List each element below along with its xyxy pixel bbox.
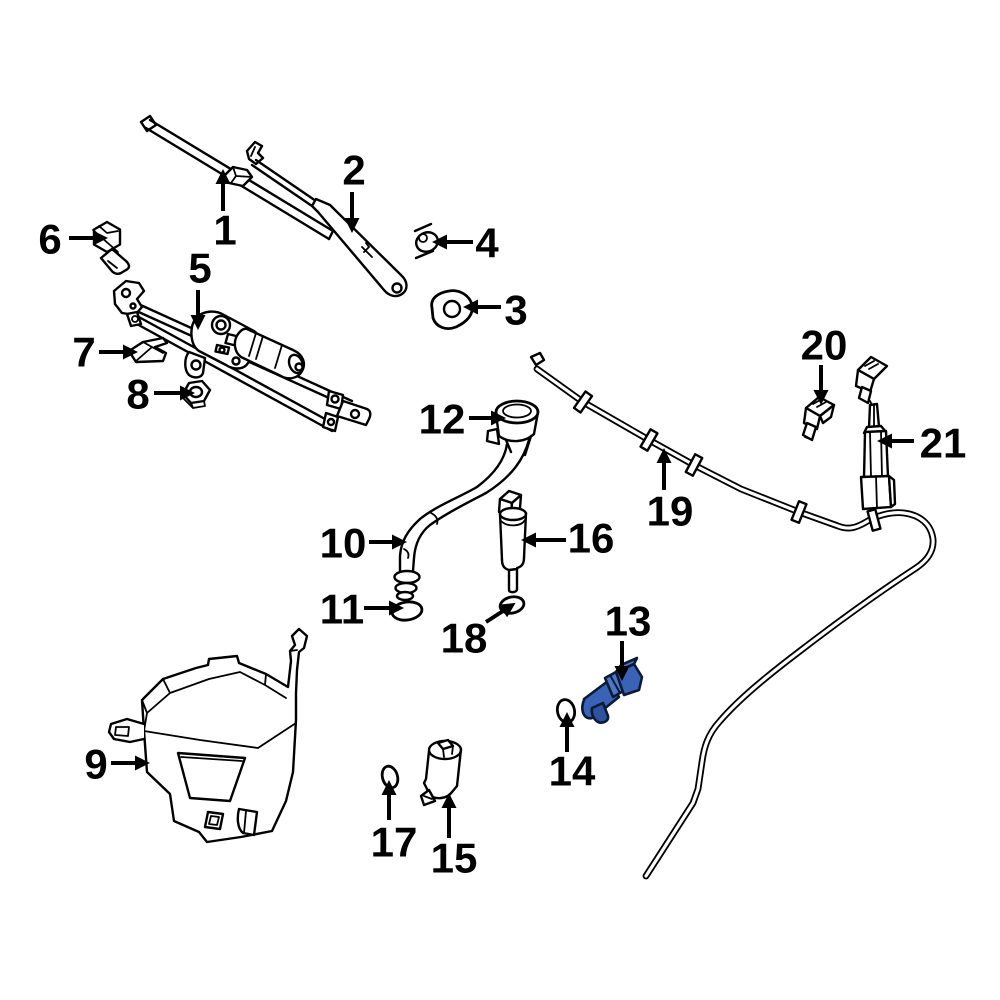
callout-arrow-head [215,169,231,184]
part-callout-hose-seal: 11 [320,586,404,633]
hose-clip [639,428,659,452]
part-number-label-5: 5 [188,245,211,292]
callout-arrow-head [190,315,206,330]
part-number-label-11: 11 [320,586,364,633]
part-callout-hose-connector: 21 [877,420,966,467]
callout-arrow-head [93,230,108,246]
part-number-label-20: 20 [801,322,848,369]
part-number-label-19: 19 [647,488,694,535]
part-number-label-17: 17 [371,819,418,866]
callout-arrow-head [123,344,138,360]
part-drawing-washer-hose [529,351,937,880]
part-callout-clip: 7 [72,329,138,376]
part-number-label-12: 12 [419,396,466,443]
part-number-label-1: 1 [213,207,236,254]
part-number-label-10: 10 [320,520,367,567]
part-number-label-15: 15 [431,835,478,882]
part-number-label-3: 3 [504,287,527,334]
part-callout-bolt: 6 [38,216,108,263]
callout-arrow-head [441,793,457,808]
callout-arrow-head [656,448,672,463]
part-drawing-retainer-clip [413,222,440,260]
part-callout-sensor-grommet: 14 [549,712,596,795]
part-callout-washer-nozzle: 20 [801,322,848,405]
part-callout-wiper-arm: 2 [342,147,366,233]
part-callout-filler-hose: 10 [320,520,407,567]
part-callout-wiper-motor-linkage: 5 [188,245,212,330]
part-number-label-9: 9 [84,741,107,788]
callout-arrow-head [559,712,575,727]
callout-arrow-head [614,666,630,681]
part-drawing-clip [127,336,169,364]
part-number-label-4: 4 [475,220,499,267]
part-drawing-hose-connector [859,402,897,511]
callout-arrow-head [389,600,404,616]
callout-arrow-line [484,609,505,624]
part-callout-washer-reservoir: 9 [84,741,150,788]
part-callout-nut: 8 [126,371,195,418]
part-number-label-21: 21 [920,420,967,467]
part-callout-wiper-blade: 1 [213,169,237,254]
part-number-label-16: 16 [568,515,615,562]
callout-arrow-head [381,780,397,795]
part-number-label-2: 2 [342,147,365,194]
part-number-label-7: 7 [72,329,95,376]
callout-arrow-head [180,385,195,401]
callout-arrow-head [344,218,360,233]
part-number-label-13: 13 [605,598,652,645]
part-callout-pump-seal: 18 [441,602,516,662]
part-number-label-8: 8 [126,371,149,418]
part-callout-retainer-clip: 4 [432,220,499,267]
part-drawing-washer-reservoir [107,627,309,844]
callout-arrow-head [813,390,829,405]
callout-arrow-head [432,234,447,250]
part-drawing-wiper-arm [245,140,408,298]
hose-clip [790,500,808,524]
part-callout-pump-grommet: 17 [371,780,418,866]
hose-clip [866,508,882,532]
part-drawing-fluid-level-sensor-highlighted [581,656,644,724]
part-callout-fluid-level-sensor: 13 [605,598,652,681]
part-drawing-wiper-blade [139,114,335,241]
part-drawing-pump-housing [419,738,463,807]
callout-arrow-head [135,755,150,771]
part-number-label-14: 14 [549,748,596,795]
callout-arrow-head [877,433,892,449]
callout-arrow-head [491,410,506,426]
part-drawing-pump-grommet [380,764,400,790]
part-callout-pivot-cap: 3 [463,287,528,334]
hose-clip [572,390,594,414]
part-drawing-wiper-motor-linkage [112,279,372,433]
nozzle-on-connector [854,355,889,408]
part-number-label-6: 6 [38,216,61,263]
part-drawing-filler-neck-and-hose [393,399,540,602]
part-callout-washer-pump: 16 [521,515,614,562]
part-drawing-washer-nozzle [801,395,836,442]
callout-arrow-head [498,602,516,618]
callout-arrow-head [521,532,536,548]
part-callout-filler-neck: 12 [419,396,506,443]
part-drawing-washer-pump [497,489,528,594]
callout-arrow-head [463,299,478,315]
part-drawing-pivot-cap [430,289,474,330]
part-number-label-18: 18 [441,615,488,662]
hose-clip [684,453,704,477]
part-drawing-bolt [92,220,131,275]
part-callout-pump-housing: 15 [431,793,478,882]
callout-arrow-head [392,534,407,550]
part-callout-washer-hose: 19 [647,448,694,535]
